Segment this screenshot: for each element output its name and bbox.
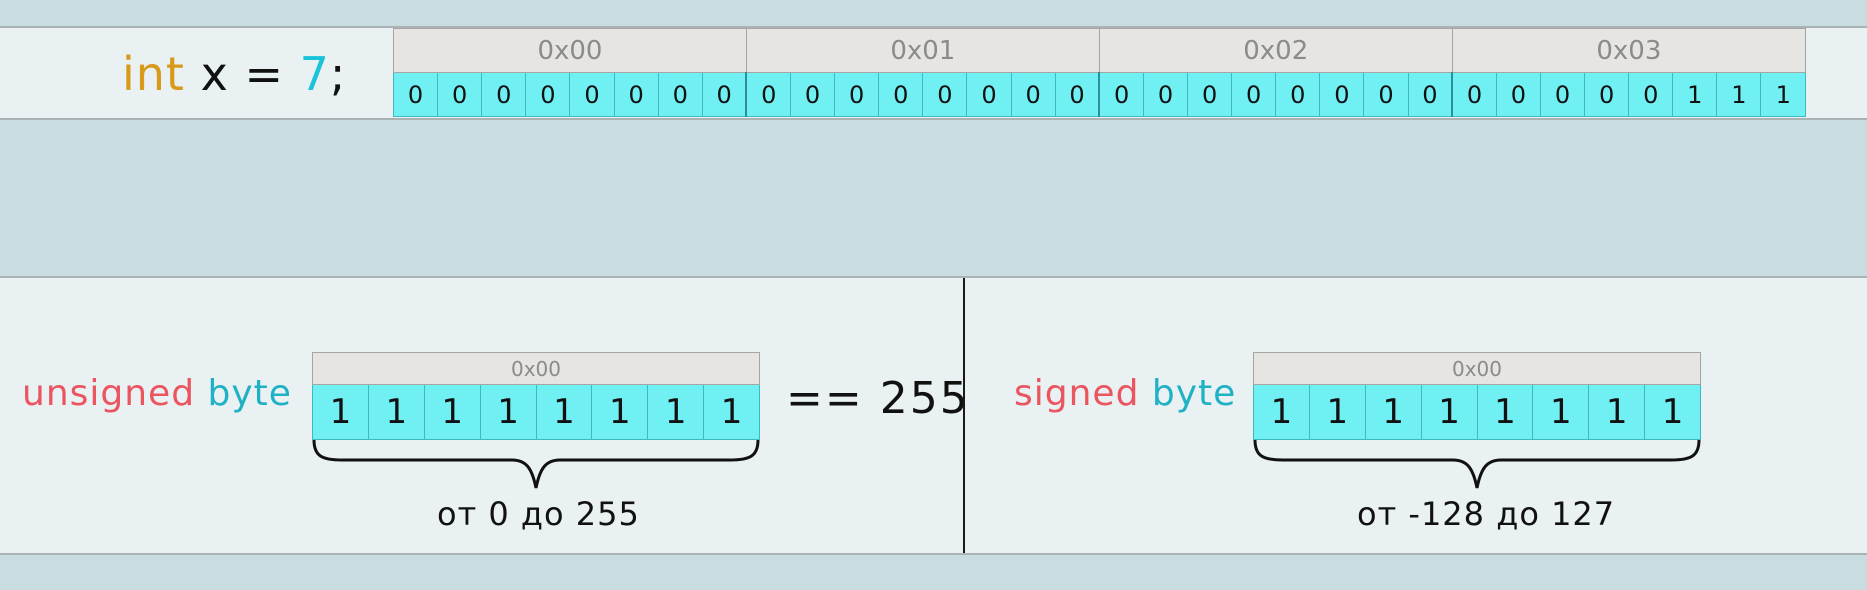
signed-bit-cell: 1: [1253, 384, 1310, 440]
code-semicolon: ;: [329, 47, 347, 101]
memory-bit-cell: 1: [1760, 72, 1806, 117]
memory-bit-cell: 0: [481, 72, 527, 117]
memory-bit-cell: 0: [657, 72, 703, 117]
memory-address-cell: 0x01: [745, 28, 1100, 73]
signed-bit-cell: 1: [1644, 384, 1701, 440]
memory-bit-cell: 0: [1054, 72, 1101, 117]
unsigned-address-cell: 0x00: [312, 352, 760, 385]
unsigned-bit-cell: 1: [647, 384, 705, 440]
unsigned-byte-label: unsigned byte: [22, 372, 292, 416]
memory-bit-cell: 0: [1451, 72, 1497, 117]
memory-bit-cell: 0: [1098, 72, 1144, 117]
memory-bit-cell: 0: [790, 72, 836, 117]
memory-bit-cell: 0: [1319, 72, 1365, 117]
unsigned-bit-cell: 1: [703, 384, 760, 440]
unsigned-range-brace: [312, 439, 760, 489]
memory-bit-cell: 0: [878, 72, 924, 117]
signed-bit-cell: 1: [1532, 384, 1590, 440]
memory-bit-cell: 0: [1584, 72, 1630, 117]
memory-bit-cell: 0: [569, 72, 615, 117]
signed-bit-cell: 1: [1420, 384, 1478, 440]
memory-bit-cell: 0: [525, 72, 571, 117]
unsigned-bit-cell: 1: [312, 384, 369, 440]
unsigned-range-text: от 0 до 255: [437, 495, 640, 533]
memory-bit-cell: 1: [1672, 72, 1718, 117]
memory-bit-cell: 0: [1495, 72, 1541, 117]
code-value: 7: [299, 47, 330, 101]
signed-bit-cell: 1: [1308, 384, 1366, 440]
code-keyword: int: [122, 47, 185, 101]
memory-address-cell: 0x03: [1451, 28, 1807, 73]
memory-bit-cell: 0: [1231, 72, 1277, 117]
signed-address-row: 0x00: [1253, 352, 1701, 385]
signed-modifier: signed: [1014, 373, 1140, 414]
memory-bit-cell: 0: [613, 72, 659, 117]
memory-bit-cell: 0: [922, 72, 968, 117]
signed-bit-cell: 1: [1476, 384, 1534, 440]
unsigned-bit-cell: 1: [367, 384, 425, 440]
memory-bit-cell: 0: [392, 72, 439, 117]
unsigned-modifier: unsigned: [22, 373, 196, 414]
memory-bit-cell: 0: [1628, 72, 1674, 117]
unsigned-bit-cell: 1: [479, 384, 537, 440]
code-identifier: x =: [184, 47, 300, 101]
unsigned-type-name: byte: [207, 373, 292, 414]
memory-bit-cell: 0: [1142, 72, 1189, 117]
memory-bit-cell: 0: [437, 72, 483, 117]
memory-bit-cell: 0: [834, 72, 880, 117]
unsigned-bit-cell: 1: [535, 384, 593, 440]
vertical-divider: [963, 278, 965, 553]
unsigned-bit-cell: 1: [423, 384, 481, 440]
memory-bit-cell: 0: [1407, 72, 1454, 117]
unsigned-address-row: 0x00: [312, 352, 760, 385]
memory-bit-cell: 1: [1716, 72, 1762, 117]
memory-bit-cell: 0: [1539, 72, 1586, 117]
unsigned-bit-cell: 1: [591, 384, 649, 440]
signed-type-name: byte: [1151, 373, 1237, 414]
signed-bit-cell: 1: [1364, 384, 1422, 440]
signed-address-cell: 0x00: [1253, 352, 1701, 385]
signed-bit-cell: 1: [1588, 384, 1646, 440]
memory-bit-cell: 0: [966, 72, 1012, 117]
signed-range-brace: [1253, 439, 1701, 489]
signed-byte-label: signed byte: [1014, 372, 1236, 416]
memory-address-cell: 0x00: [393, 28, 747, 73]
signed-range-text: от -128 до 127: [1357, 495, 1616, 533]
memory-address-row: 0x00 0x01 0x02 0x03: [393, 28, 1807, 73]
memory-bit-cell: 0: [1010, 72, 1056, 117]
memory-bit-cell: 0: [1275, 72, 1321, 117]
memory-bit-cell: 0: [745, 72, 792, 117]
unsigned-equals-value: == 255: [786, 373, 970, 424]
memory-bit-cell: 0: [701, 72, 748, 117]
memory-address-cell: 0x02: [1098, 28, 1453, 73]
memory-bit-cell: 0: [1363, 72, 1409, 117]
memory-bit-cell: 0: [1187, 72, 1233, 117]
code-line: int x = 7;: [122, 46, 346, 102]
